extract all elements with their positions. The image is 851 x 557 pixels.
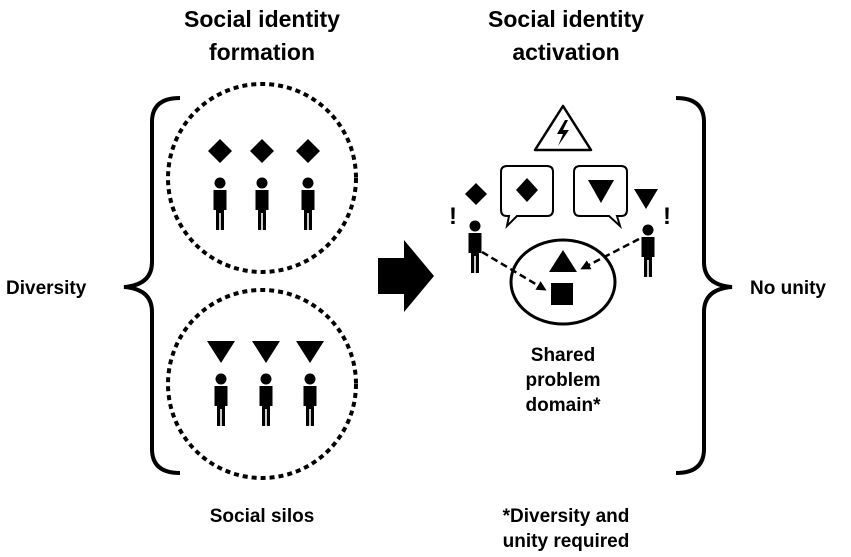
arrow-right-icon: [378, 240, 434, 312]
exclamation-mark: !: [663, 203, 671, 230]
right-brace-icon: [675, 96, 733, 475]
footnote-line2: unity required: [503, 531, 630, 552]
caption-shared-line3: domain*: [526, 395, 602, 416]
label-no-unity: No unity: [750, 278, 826, 299]
diamond-icon: [208, 139, 232, 163]
person-icon: [303, 373, 317, 426]
label-diversity: Diversity: [6, 278, 87, 299]
triangle-up-icon: [549, 250, 577, 272]
triangle-down-icon: [252, 341, 280, 363]
diamond-icon: [250, 139, 274, 163]
person-icon: [301, 177, 315, 230]
heading-formation-line2: formation: [209, 39, 315, 65]
person-icon: [214, 373, 228, 426]
left-brace-icon: [123, 96, 181, 475]
heading-activation-line1: Social identity: [488, 6, 644, 32]
diamond-icon: [296, 139, 320, 163]
exclamation-mark: !: [449, 203, 457, 230]
shared-problem-domain: [509, 238, 617, 326]
caption-social-silos: Social silos: [210, 506, 315, 527]
warning-lightning-icon: [533, 104, 593, 152]
person-icon: [468, 220, 482, 273]
heading-formation-line1: Social identity: [184, 6, 340, 32]
heading-activation-line2: activation: [512, 39, 619, 65]
speech-bubble-icon: [500, 165, 554, 230]
person-icon: [259, 373, 273, 426]
footnote-line1: *Diversity and: [503, 506, 630, 527]
dashed-arrow: [481, 250, 547, 291]
person-icon: [641, 224, 655, 277]
person-icon: [255, 177, 269, 230]
identity-group-bottom: [166, 288, 358, 480]
diamond-icon: [465, 183, 487, 205]
caption-shared-line1: Shared: [531, 345, 595, 366]
square-icon: [551, 283, 573, 305]
caption-shared-line2: problem: [526, 370, 601, 391]
triangle-down-icon: [296, 341, 324, 363]
triangle-down-icon: [634, 189, 658, 209]
person-icon: [213, 177, 227, 230]
speech-bubble-icon: [573, 165, 628, 230]
identity-group-top: [166, 82, 358, 274]
triangle-down-icon: [207, 341, 235, 363]
